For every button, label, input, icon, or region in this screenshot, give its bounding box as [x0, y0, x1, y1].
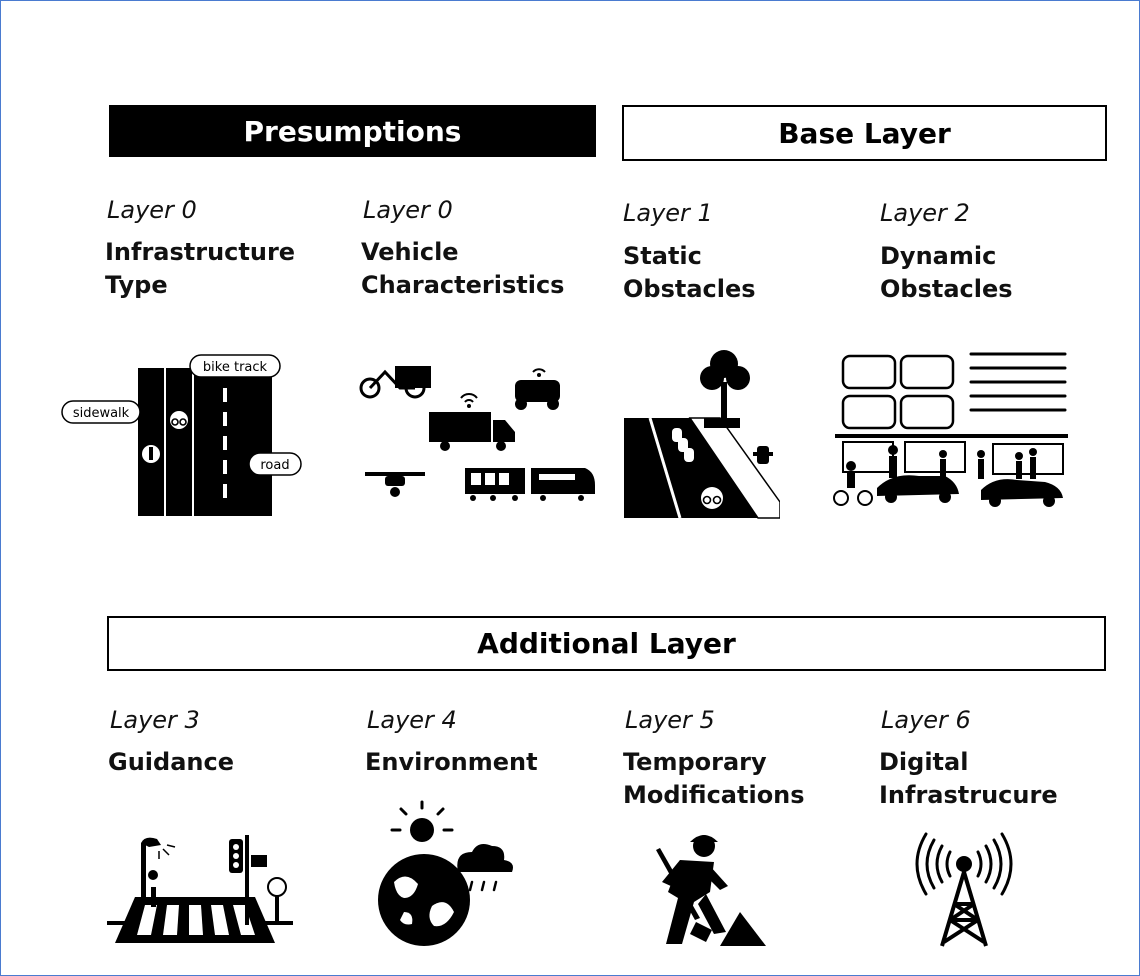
vehicles-icon — [359, 366, 595, 501]
layer-label: Layer 1 — [623, 199, 713, 227]
callout-road: road — [260, 458, 289, 473]
layer-label: Layer 2 — [880, 199, 970, 227]
section-title-additional-layer: Additional Layer — [477, 627, 736, 660]
layer-label: Layer 5 — [625, 706, 715, 734]
section-bar-base-layer: Base Layer — [622, 105, 1107, 161]
layer-title-environment: Environment — [365, 748, 538, 776]
section-bar-additional-layer: Additional Layer — [107, 616, 1106, 671]
section-title-base-layer: Base Layer — [778, 116, 951, 150]
layer-title-guidance: Guidance — [108, 748, 234, 776]
road-lanes-icon: bike track sidewalk road — [61, 354, 302, 516]
construction-worker-icon — [656, 835, 766, 946]
static-obstacles-icon — [624, 350, 780, 519]
section-title-presumptions: Presumptions — [243, 114, 462, 148]
layer-label: Layer 4 — [367, 706, 457, 734]
layer-label: Layer 0 — [107, 196, 197, 224]
layer-label: Layer 3 — [110, 706, 200, 734]
layer-label: Layer 6 — [881, 706, 971, 734]
dynamic-obstacles-icon — [833, 352, 1068, 507]
radio-tower-icon — [915, 832, 1013, 947]
environment-icon — [378, 800, 513, 946]
section-bar-presumptions: Presumptions — [109, 105, 596, 157]
guidance-icon — [107, 835, 293, 943]
callout-sidewalk: sidewalk — [73, 406, 130, 421]
callout-bike-track: bike track — [203, 360, 268, 375]
layer-label: Layer 0 — [363, 196, 453, 224]
